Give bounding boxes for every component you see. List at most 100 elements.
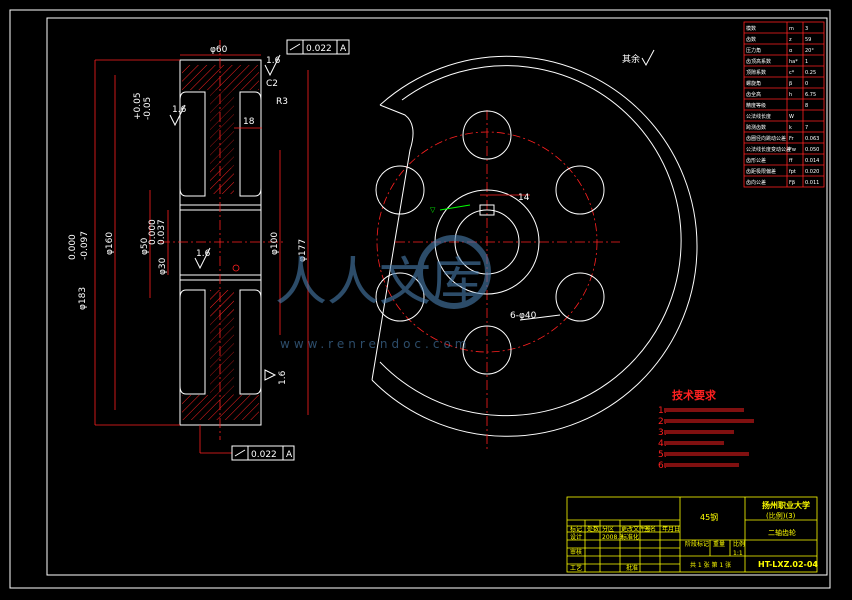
param-name: 齿形公差 (746, 157, 766, 164)
tb-drawing-no: HT-LXZ.02-04 (758, 560, 818, 569)
param-value: 0.063 (805, 136, 819, 142)
tb-scale-value: 1:1 (733, 550, 743, 557)
req-line-6 (664, 463, 739, 467)
inner-frame (46, 17, 828, 576)
web-width-label: 18 (243, 117, 255, 127)
tech-req-title: 技术要求 (672, 388, 717, 402)
tb-header-doc: 更改文件号 (621, 525, 651, 533)
keyway-dim: 14 (518, 193, 530, 203)
gear-root-circle (379, 65, 682, 417)
param-value: 20° (805, 48, 814, 54)
svg-text:1.6: 1.6 (196, 249, 211, 259)
center-mark-icon (232, 264, 240, 272)
param-value: 0.020 (805, 169, 819, 175)
param-symbol: m (789, 26, 794, 32)
dim-hub-top: φ60 (210, 45, 228, 55)
tb-part-name: 二轴齿轮 (768, 528, 796, 537)
small-tol-upper: +0.05 (133, 92, 143, 120)
web-upper-hatch (210, 90, 234, 168)
runout-arrow-bottom-icon (234, 449, 246, 457)
param-symbol: Fw (789, 147, 796, 153)
dim-outer-tol-upper: 0.000 (68, 234, 78, 260)
param-value: 8 (805, 103, 808, 109)
radius-label: R3 (276, 97, 288, 107)
param-symbol: W (789, 114, 794, 120)
dim-177-label: φ177 (298, 239, 308, 262)
param-symbol: h (789, 92, 792, 98)
tb-mark-label: 标记 (570, 525, 582, 533)
roughness-symbol-4: 1.6 (264, 369, 288, 385)
tb-weight-label: 重量 (713, 540, 725, 548)
param-symbol: α (789, 48, 793, 54)
tb-header-zone: 分区 (602, 525, 614, 533)
lightening-hole-5 (375, 272, 425, 322)
web-bottom-hatch (210, 290, 234, 316)
rim-top-hatch (182, 65, 259, 90)
tb-sheet: 共 1 张 第 1 张 (690, 561, 731, 569)
front-view: 14 ▽ 6-φ40 其余 (371, 49, 698, 450)
dim-outer-label: φ183 (78, 287, 88, 310)
param-name: 压力角 (746, 47, 761, 54)
other-roughness-label: 其余 (622, 53, 640, 65)
datum-top-label: A (340, 44, 347, 54)
watermark-logo-icon (417, 235, 491, 309)
svg-text:1.6: 1.6 (172, 105, 187, 115)
roughness-symbol-3: 1.6 (194, 247, 211, 270)
tech-requirements: 技术要求 1. 2. 3. 4. 5. 6. (658, 388, 754, 471)
svg-text:1.6: 1.6 (266, 56, 281, 66)
param-name: 齿向公差 (746, 179, 766, 186)
tech-req-item: 2. (658, 417, 667, 427)
param-value: 6.75 (805, 92, 816, 98)
param-symbol: fpt (789, 169, 796, 175)
holes-leader (519, 314, 561, 321)
dim-30-tol-lower: 0.037 (157, 219, 167, 245)
param-value: 0.050 (805, 147, 819, 153)
web-lower-hatch (210, 316, 234, 395)
watermark: 人人文库 www.renrendoc.com (275, 235, 491, 351)
tb-scale-note: (比例)(3) (766, 511, 796, 520)
param-value: 1 (805, 59, 808, 65)
web-top-hatch (210, 168, 234, 194)
param-table-border (743, 21, 825, 188)
param-name: 齿数 (746, 36, 756, 43)
param-symbol: ha* (789, 59, 798, 65)
tb-process-label: 工艺 (570, 564, 582, 572)
req-line-4 (664, 441, 724, 445)
lightening-hole-6 (375, 165, 425, 215)
tech-req-item: 6. (658, 461, 667, 471)
tech-req-item: 5. (658, 450, 667, 460)
tb-scale-label: 比例 (733, 540, 745, 548)
param-symbol: z (789, 37, 792, 43)
param-value: 3 (805, 26, 808, 32)
param-value: 7 (805, 125, 808, 131)
dim-160-label: φ160 (105, 232, 115, 255)
dim-50-label: φ50 (140, 237, 150, 255)
keyway (479, 204, 495, 216)
param-name: 精度等级 (746, 102, 766, 109)
gear-outer-circle (371, 55, 698, 437)
roughness-symbol-1: 1.6 (264, 54, 281, 77)
lightening-hole-1 (462, 110, 512, 160)
tb-header-sign: 签名 (644, 525, 656, 533)
param-value: 59 (805, 37, 811, 43)
dim-100-label: φ100 (270, 232, 280, 255)
lightening-hole-3 (555, 272, 605, 322)
lightening-hole-4 (462, 325, 512, 375)
gtol-frame-top (286, 39, 350, 55)
side-section-view: φ60 0.022 A C2 R3 18 φ183 0.000 -0.097 φ… (68, 39, 350, 461)
tech-req-item: 1. (658, 406, 667, 416)
req-line-5 (664, 452, 749, 456)
param-name: 公法线长度 (746, 113, 771, 120)
dim-outer-tol-lower: -0.097 (80, 231, 90, 260)
tech-req-item: 4. (658, 439, 667, 449)
watermark-logo-text: 人人文库 (275, 253, 483, 313)
param-symbol: k (789, 125, 792, 131)
outer-frame (9, 9, 831, 589)
watermark-url: www.renrendoc.com (280, 337, 470, 351)
param-symbol: β (789, 81, 792, 87)
req-line-1 (664, 408, 744, 412)
req-line-3 (664, 430, 734, 434)
